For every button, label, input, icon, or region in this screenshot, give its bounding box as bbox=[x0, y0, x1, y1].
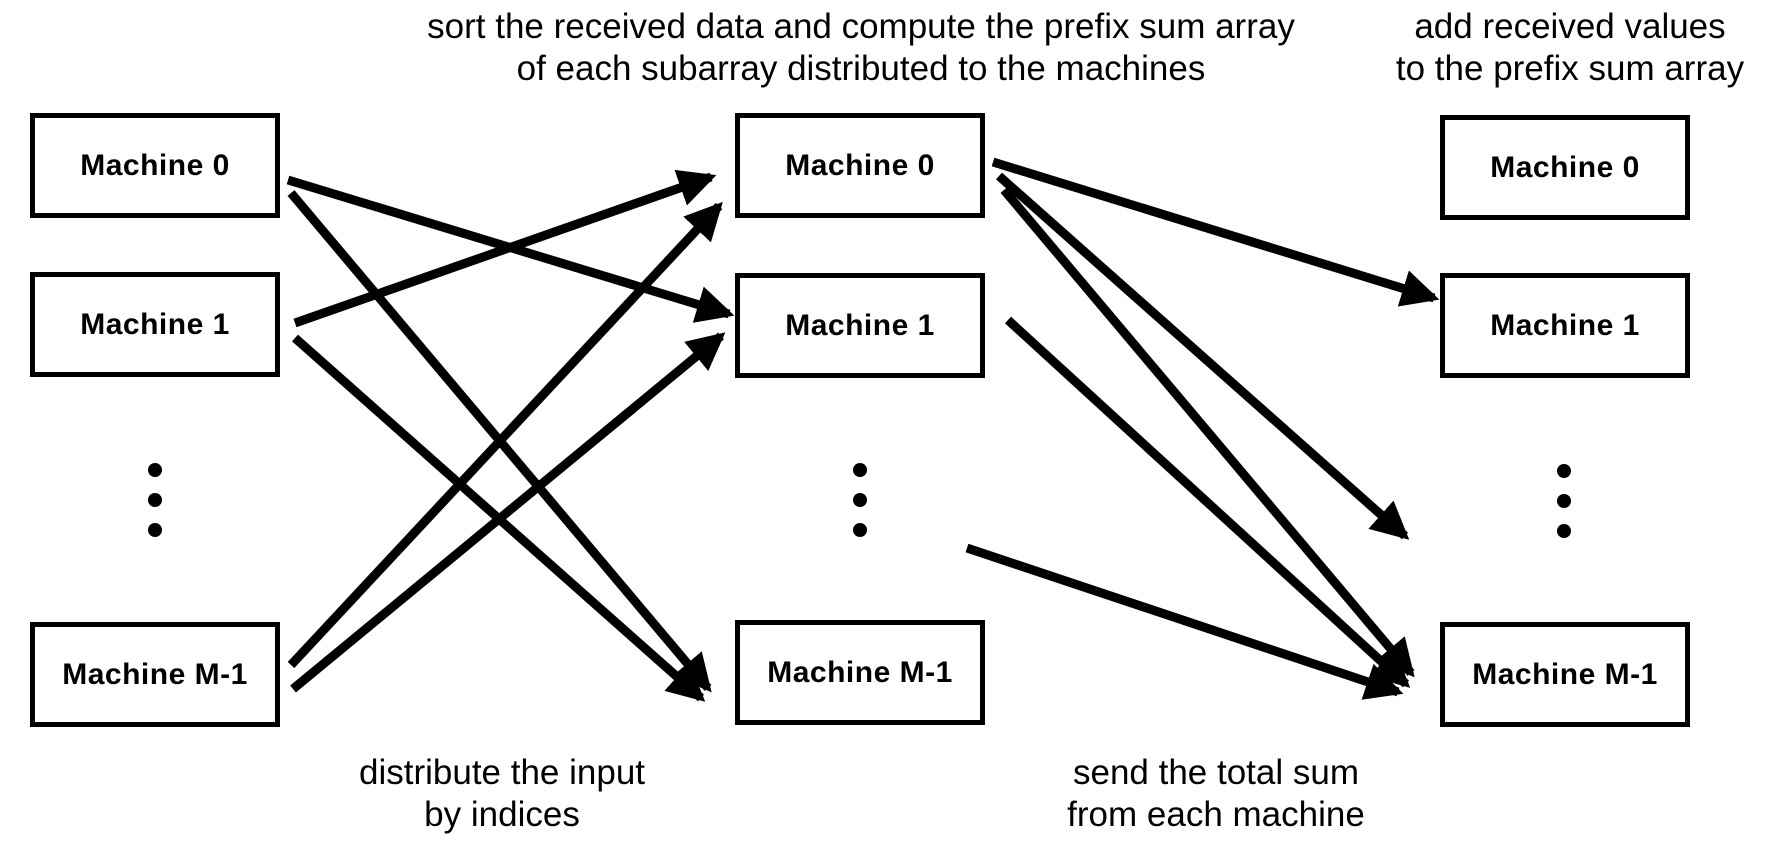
ellipsis-dots-mid bbox=[853, 463, 867, 537]
annotation-line: add received values bbox=[1414, 7, 1726, 46]
annotation-line: to the prefix sum array bbox=[1395, 49, 1745, 88]
dot bbox=[853, 463, 867, 477]
machine-box-input-0: Machine 0 bbox=[30, 113, 280, 218]
dot bbox=[148, 493, 162, 507]
machine-box-final-1: Machine 1 bbox=[1440, 273, 1690, 378]
machine-box-final-m1: Machine M-1 bbox=[1440, 622, 1690, 727]
dot bbox=[1557, 464, 1571, 478]
annotation-line: distribute the input bbox=[358, 753, 646, 792]
arrow-mid0-to-finaldots bbox=[996, 172, 1410, 540]
annotation-line: sort the received data and compute the p… bbox=[427, 7, 1295, 46]
arrow-inputM-to-mid0 bbox=[287, 201, 723, 669]
machine-box-mid-1: Machine 1 bbox=[735, 273, 985, 378]
arrow-mid0-to-finalM bbox=[1000, 187, 1415, 678]
annotation-add-received-values: add received values to the prefix sum ar… bbox=[1396, 6, 1744, 90]
dot bbox=[853, 493, 867, 507]
annotation-line: by indices bbox=[424, 795, 580, 834]
machine-box-mid-0: Machine 0 bbox=[735, 113, 985, 218]
annotation-line: from each machine bbox=[1067, 795, 1365, 834]
annotation-distribute-input: distribute the input by indices bbox=[359, 752, 645, 836]
machine-box-final-0: Machine 0 bbox=[1440, 115, 1690, 220]
machine-box-input-m1: Machine M-1 bbox=[30, 622, 280, 727]
dot bbox=[853, 523, 867, 537]
annotation-sort-and-prefix-sum: sort the received data and compute the p… bbox=[427, 6, 1295, 90]
arrow-mid1-to-finalM bbox=[1004, 316, 1411, 688]
arrow-middots-to-finalM bbox=[965, 543, 1404, 700]
dot bbox=[148, 463, 162, 477]
ellipsis-dots-input bbox=[148, 463, 162, 537]
annotation-send-total-sum: send the total sum from each machine bbox=[1067, 752, 1365, 836]
dot bbox=[148, 523, 162, 537]
arrow-input1-to-mid0 bbox=[293, 169, 717, 328]
arrow-inputM-to-mid1 bbox=[290, 332, 726, 693]
dot bbox=[1557, 524, 1571, 538]
ellipsis-dots-final bbox=[1557, 464, 1571, 538]
machine-box-input-1: Machine 1 bbox=[30, 272, 280, 377]
annotation-line: send the total sum bbox=[1072, 753, 1359, 792]
arrow-mid0-to-final1 bbox=[991, 157, 1440, 307]
annotation-line: of each subarray distributed to the mach… bbox=[516, 49, 1206, 88]
machine-box-mid-m1: Machine M-1 bbox=[735, 620, 985, 725]
dot bbox=[1557, 494, 1571, 508]
